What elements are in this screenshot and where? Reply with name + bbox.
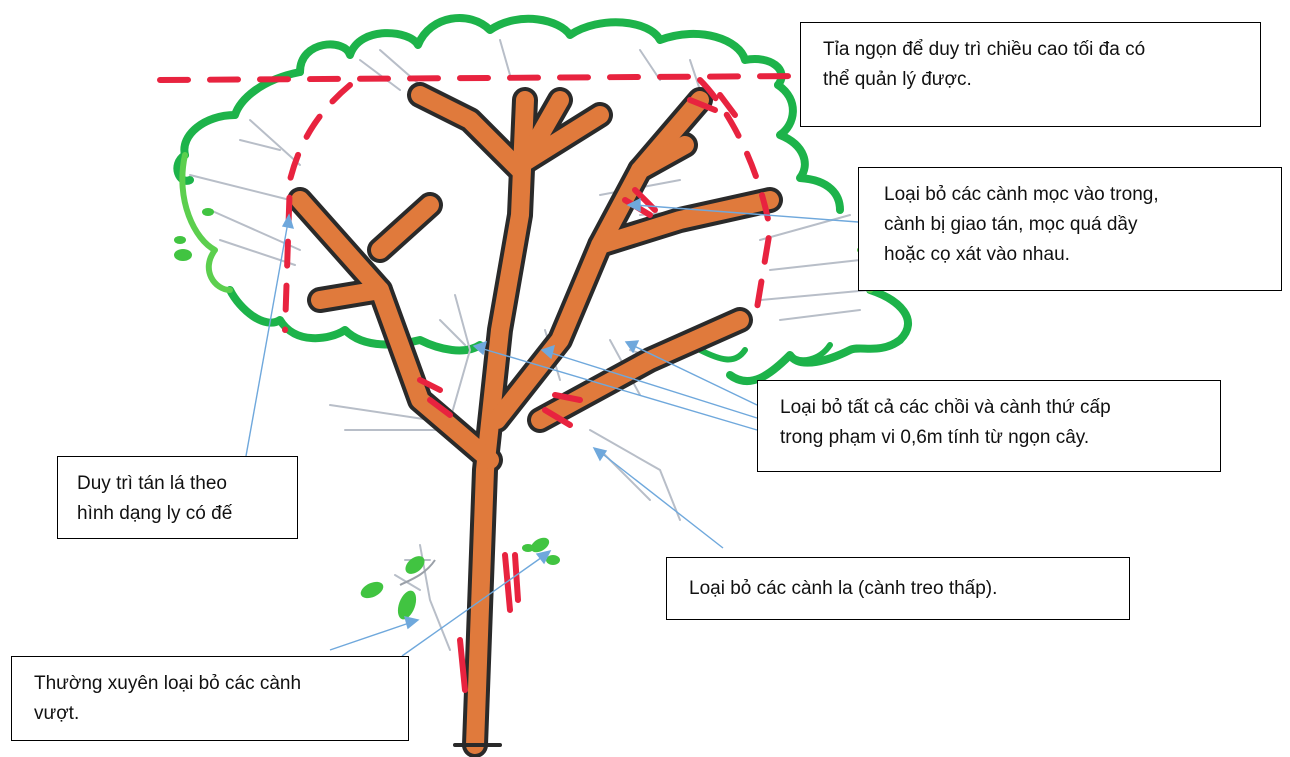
- callout-low-hanging: Loại bỏ các cành la (cành treo thấp).: [666, 557, 1130, 620]
- callout-text: Duy trì tán lá theo: [77, 469, 279, 499]
- leaf: [546, 555, 560, 565]
- callout-text: Loại bỏ tất cả các chồi và cành thứ cấp: [780, 393, 1202, 423]
- trunk-and-scaffolds: [300, 95, 770, 745]
- callout-text: Tỉa ngọn để duy trì chiều cao tối đa có: [823, 35, 1242, 65]
- leaf: [522, 544, 534, 552]
- callout-suckers-near-top: Loại bỏ tất cả các chồi và cành thứ cấp …: [757, 380, 1221, 472]
- leader-line-low: [600, 452, 723, 548]
- callout-text: thể quản lý được.: [823, 65, 1242, 95]
- leaf: [174, 249, 192, 261]
- callout-text: cành bị giao tán, mọc quá dầy: [884, 210, 1263, 240]
- top-cut-line: [160, 76, 800, 80]
- callout-text: Loại bỏ các cành mọc vào trong,: [884, 180, 1263, 210]
- leaf: [358, 579, 386, 602]
- leaf: [202, 208, 214, 216]
- callout-text: hoặc cọ xát vào nhau.: [884, 240, 1263, 270]
- callout-text: Loại bỏ các cành la (cành treo thấp).: [689, 574, 1111, 604]
- callout-text: hình dạng ly có đế: [77, 499, 279, 529]
- callout-goblet-shape: Duy trì tán lá theo hình dạng ly có đế: [57, 456, 298, 539]
- callout-text: trong phạm vi 0,6m tính từ ngọn cây.: [780, 423, 1202, 453]
- canopy-inner-dips: [700, 345, 830, 360]
- callout-top-pruning: Tỉa ngọn để duy trì chiều cao tối đa có …: [800, 22, 1261, 127]
- leader-line-goblet: [246, 222, 288, 456]
- arrowhead: [405, 617, 418, 628]
- callout-inward-branches: Loại bỏ các cành mọc vào trong, cành bị …: [858, 167, 1282, 291]
- thin-branch: [360, 40, 700, 90]
- leader-line-water-1: [330, 622, 412, 650]
- callout-text: vượt.: [34, 699, 390, 729]
- callout-water-shoots: Thường xuyên loại bỏ các cành vượt.: [11, 656, 409, 741]
- callout-text: Thường xuyên loại bỏ các cành: [34, 669, 390, 699]
- leaf: [174, 236, 186, 244]
- arrowhead: [594, 448, 606, 460]
- arrowhead: [626, 341, 638, 352]
